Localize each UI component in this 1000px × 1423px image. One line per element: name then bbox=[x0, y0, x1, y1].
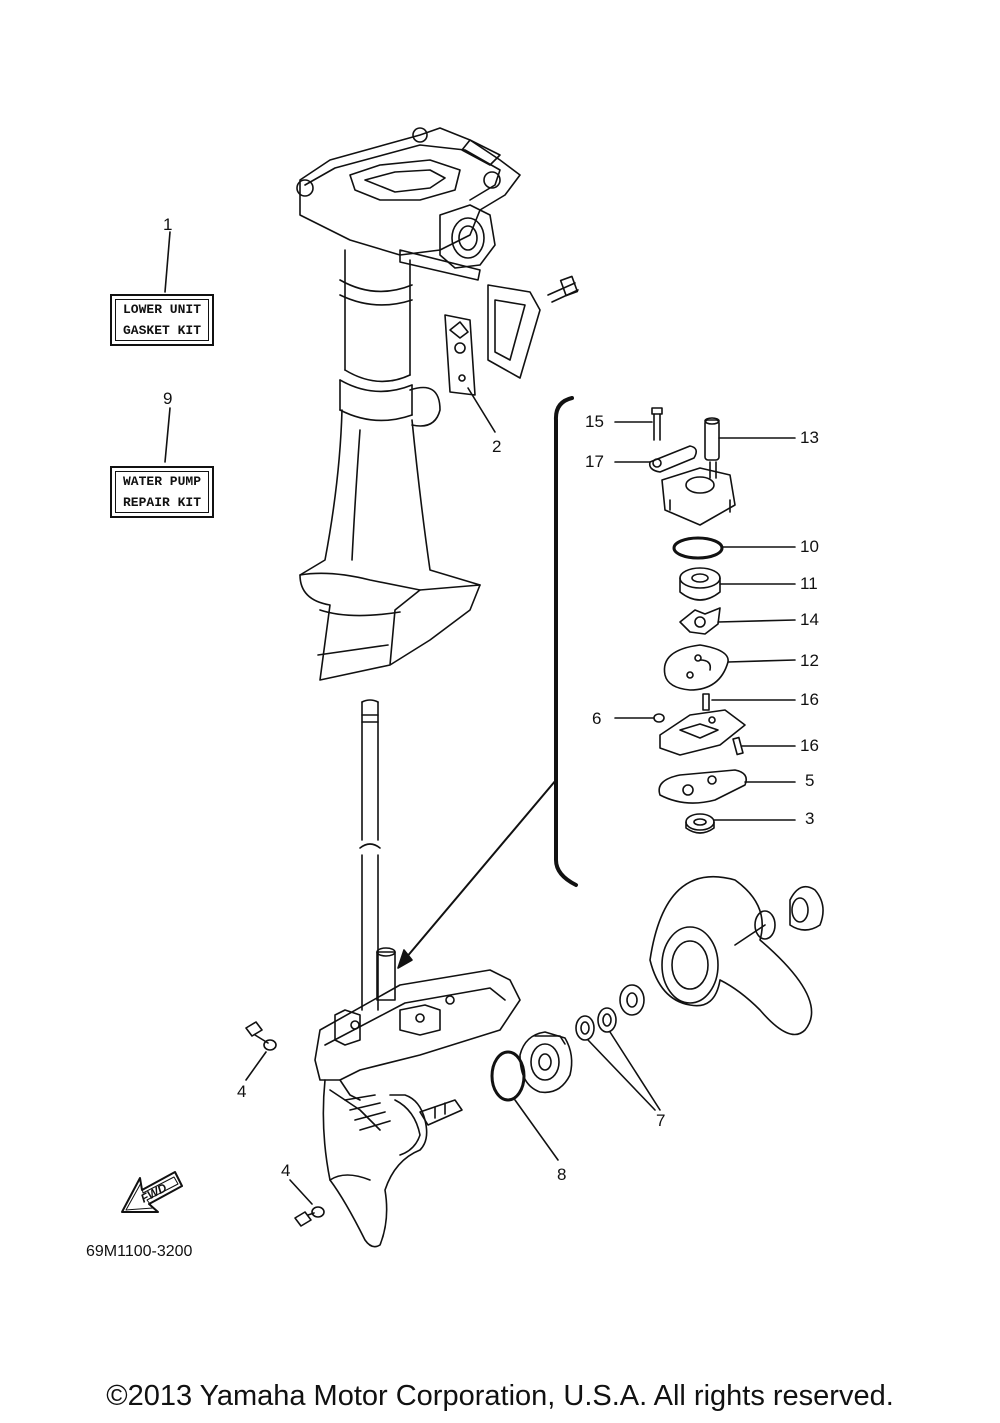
bearing-housing bbox=[519, 1031, 573, 1094]
callout-9: 9 bbox=[163, 389, 173, 408]
part-4-bolt-upper bbox=[245, 1021, 277, 1081]
callout-8: 8 bbox=[557, 1165, 567, 1184]
callout-15: 15 bbox=[585, 412, 604, 431]
callout-4b: 4 bbox=[281, 1161, 291, 1180]
driveshaft-housing bbox=[296, 127, 521, 681]
callout-17: 17 bbox=[585, 452, 604, 471]
kit-line-1: LOWER UNIT bbox=[122, 302, 201, 317]
water-pump-bracket bbox=[397, 396, 578, 969]
pump-parts bbox=[614, 407, 796, 834]
part-4-bolt-lower bbox=[289, 1179, 325, 1227]
callout-2: 2 bbox=[492, 437, 502, 456]
part-8-o-ring bbox=[490, 1050, 526, 1102]
part-2-gasket-cover bbox=[444, 275, 579, 433]
callout-1: 1 bbox=[163, 215, 173, 234]
callout-3: 3 bbox=[805, 809, 815, 828]
diagram-code: 69M1100-3200 bbox=[86, 1243, 193, 1260]
callout-12: 12 bbox=[800, 651, 819, 670]
kit-line-1: WATER PUMP bbox=[122, 474, 201, 489]
callout-11: 11 bbox=[800, 574, 818, 593]
callout-10: 10 bbox=[800, 537, 819, 556]
propeller bbox=[619, 875, 824, 1036]
callout-16a: 16 bbox=[800, 690, 819, 709]
water-pump-repair-kit-box: WATER PUMP REPAIR KIT bbox=[110, 466, 214, 518]
callout-16b: 16 bbox=[800, 736, 819, 755]
callout-13: 13 bbox=[800, 428, 819, 447]
gearcase bbox=[314, 947, 521, 1248]
callout-6: 6 bbox=[592, 709, 602, 728]
callout-5: 5 bbox=[805, 771, 815, 790]
part-7-oil-seals bbox=[575, 1007, 661, 1111]
kit-line-2: GASKET KIT bbox=[122, 323, 201, 338]
callout-7: 7 bbox=[656, 1111, 666, 1130]
callout-4a: 4 bbox=[237, 1082, 247, 1101]
kit-line-2: REPAIR KIT bbox=[122, 495, 201, 510]
fwd-arrow-icon bbox=[121, 1171, 183, 1213]
copyright-notice: ©2013 Yamaha Motor Corporation, U.S.A. A… bbox=[106, 1380, 894, 1412]
drive-shaft bbox=[359, 699, 381, 1011]
lower-unit-gasket-kit-box: LOWER UNIT GASKET KIT bbox=[110, 294, 214, 346]
callout-14: 14 bbox=[800, 610, 819, 629]
